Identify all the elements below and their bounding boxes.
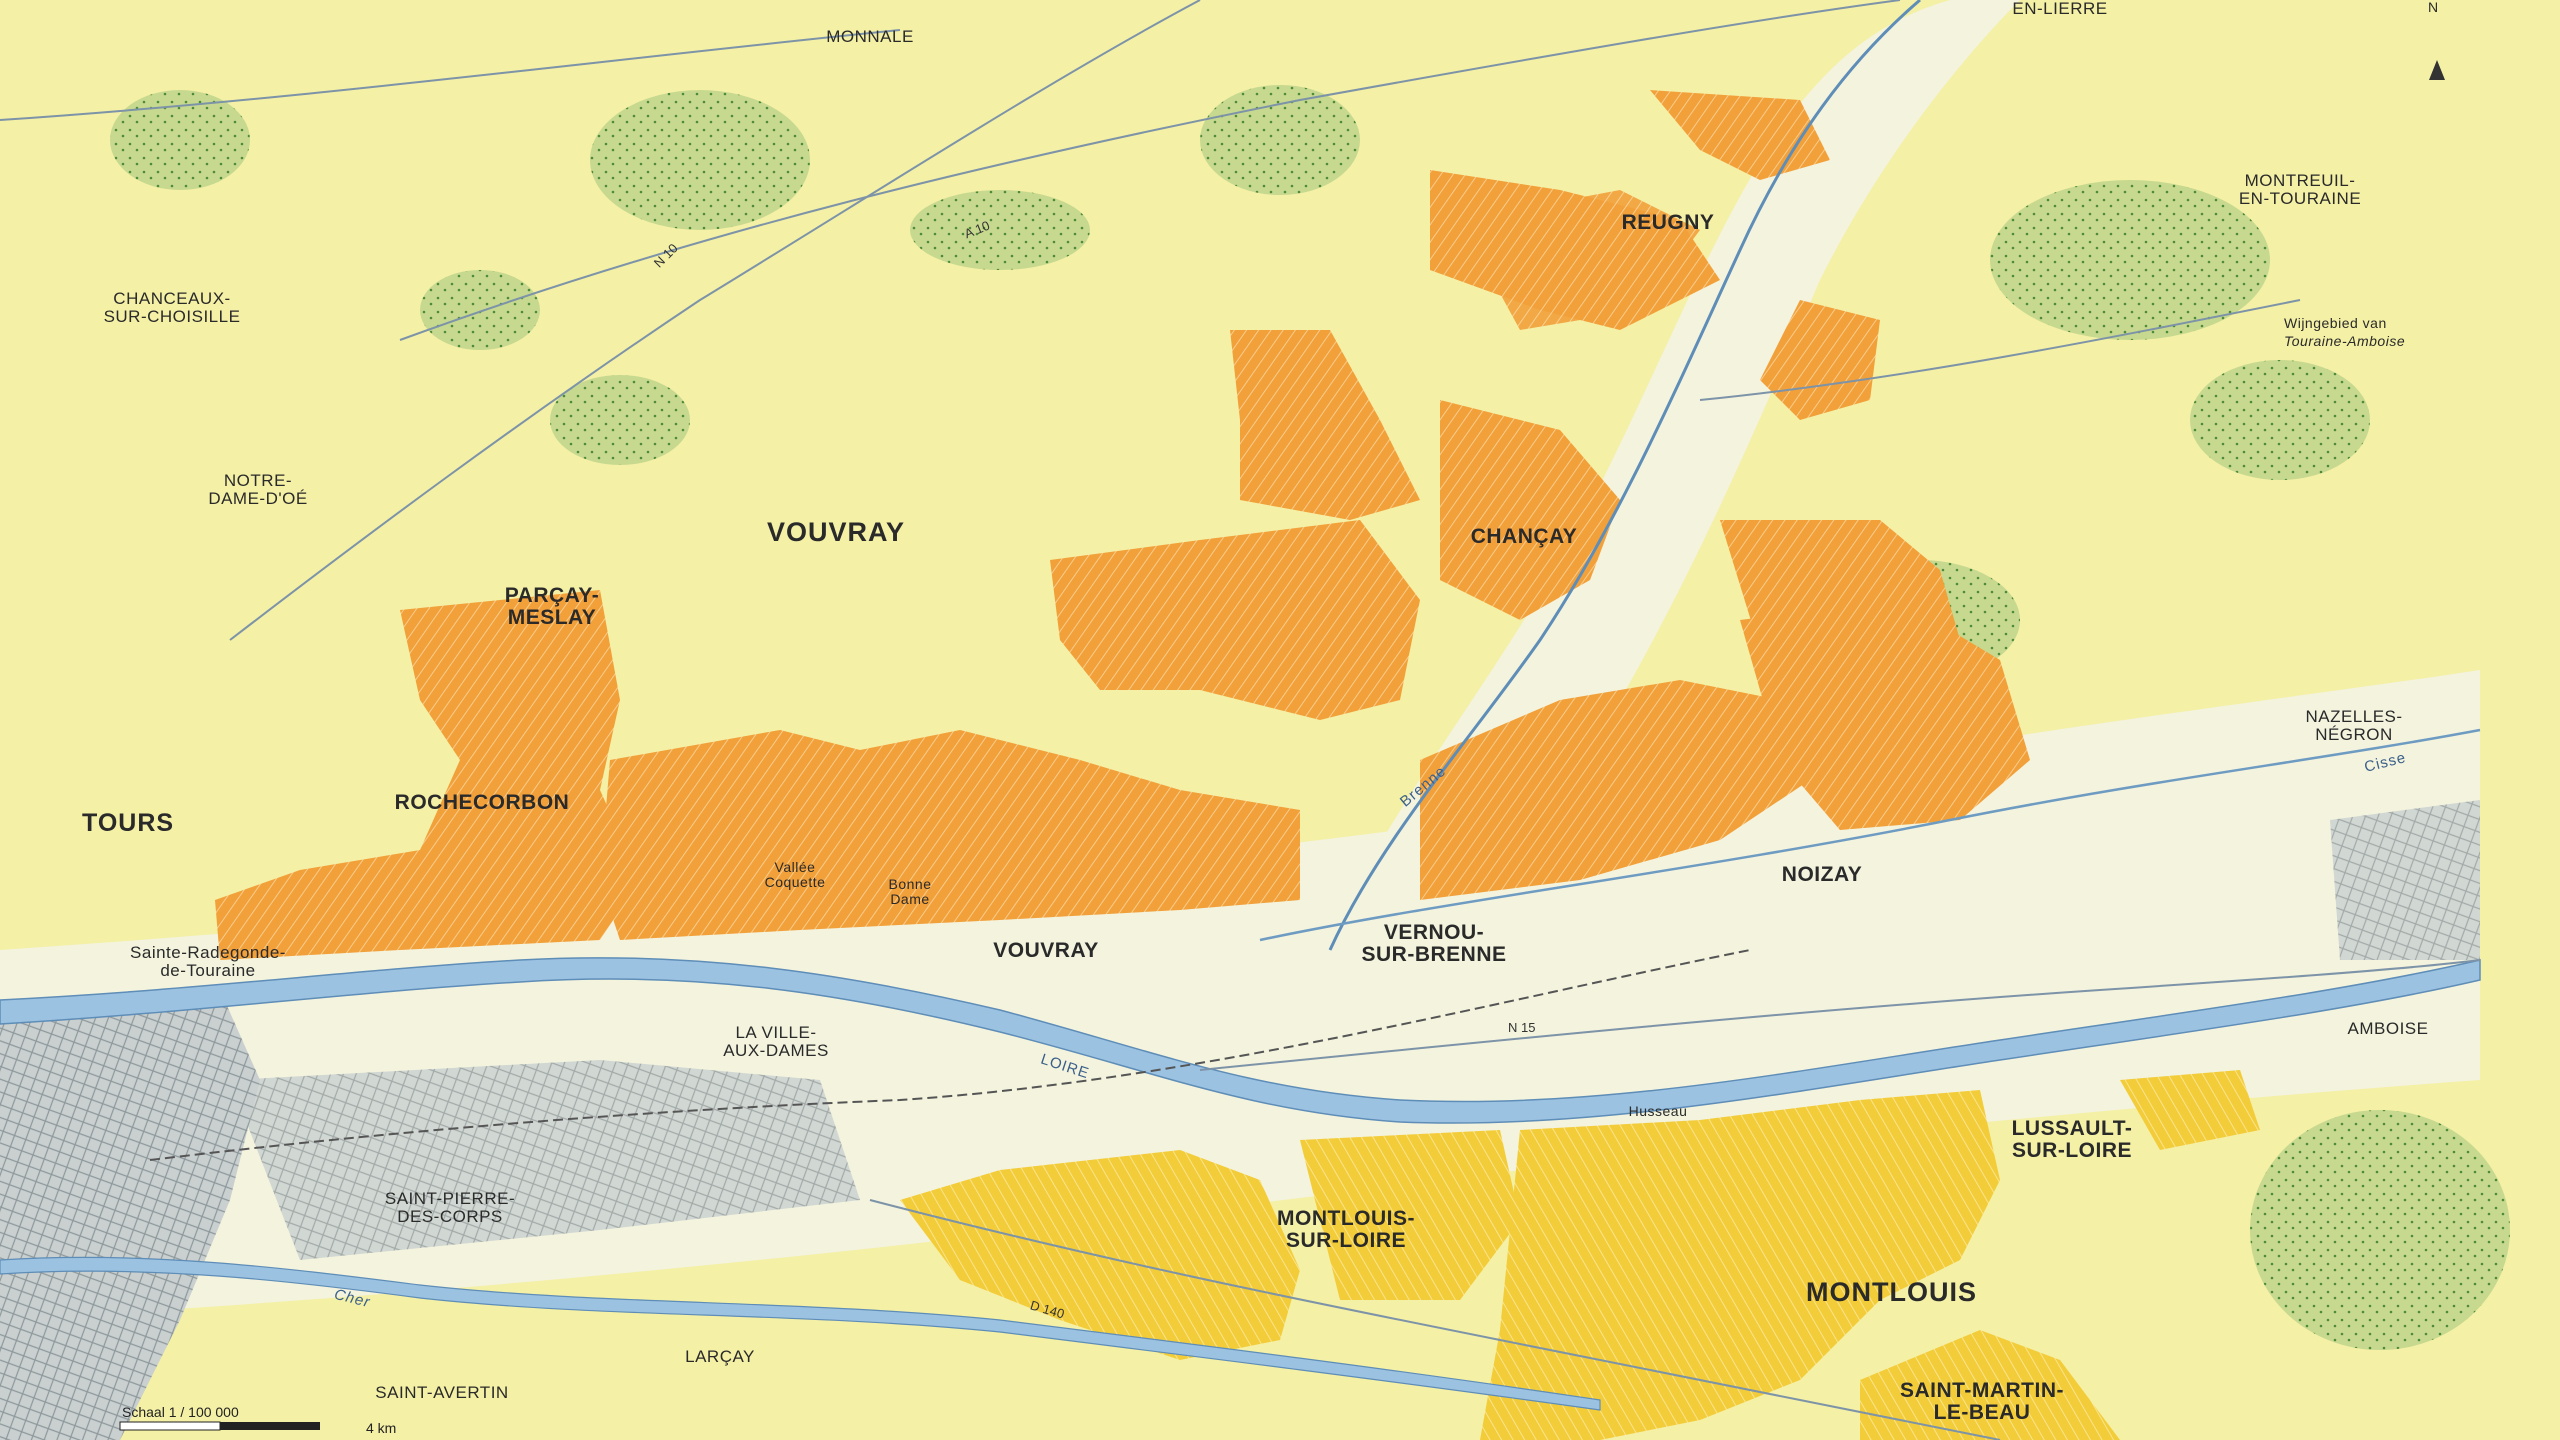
commune-saint-pierre: SAINT-PIERRE- DES-CORPS xyxy=(384,1189,516,1226)
commune-saint-avertin: SAINT-AVERTIN xyxy=(375,1383,509,1402)
commune-la-ville-aux-dames: LA VILLE- AUX-DAMES xyxy=(723,1023,829,1060)
cher-river xyxy=(0,1256,1601,1411)
railway xyxy=(149,949,1751,1161)
commune-montreuil: MONTREUIL- EN-TOURAINE xyxy=(2238,171,2362,208)
commune-saint-martin: SAINT-MARTIN- LE-BEAU xyxy=(1900,1379,2064,1425)
scale-label: Schaal 1 / 100 000 xyxy=(122,1404,239,1420)
commune-reugny: REUGNY xyxy=(1621,211,1715,234)
commune-tours: TOURS xyxy=(82,809,175,837)
commune-rochecorbon: ROCHECORBON xyxy=(394,791,570,814)
note-line-1: Wijngebied van xyxy=(2284,315,2387,331)
commune-lussault: LUSSAULT- SUR-LOIRE xyxy=(2011,1117,2133,1163)
north-label: N xyxy=(2428,0,2439,15)
montlouis-vineyards xyxy=(900,1070,2260,1440)
commune-vouvray-town: VOUVRAY xyxy=(993,939,1099,962)
commune-noizay: NOIZAY xyxy=(1781,863,1863,886)
commune-vernou: VERNOU- SUR-BRENNE xyxy=(1361,921,1507,967)
vouvray-vineyards xyxy=(215,90,2030,960)
roads xyxy=(0,0,2481,1440)
scale-distance: 4 km xyxy=(366,1420,397,1436)
lieu-vallee-coquette: Vallée Coquette xyxy=(764,859,826,890)
lieu-bonne-dame: Bonne Dame xyxy=(888,876,932,907)
scale-bar xyxy=(119,1421,320,1431)
commune-montlouis-town: MONTLOUIS- SUR-LOIRE xyxy=(1277,1207,1415,1253)
road-label-n15: N 15 xyxy=(1508,1020,1536,1035)
urban-amboise xyxy=(2330,800,2480,960)
urban-tours xyxy=(0,990,260,1440)
commune-parcay: PARÇAY- MESLAY xyxy=(504,584,600,630)
loire-river xyxy=(0,957,2481,1124)
brenne-river xyxy=(1328,0,1921,951)
commune-larcay: LARÇAY xyxy=(685,1347,755,1366)
commune-chancay: CHANÇAY xyxy=(1470,525,1578,548)
commune-chanceaux: CHANCEAUX- SUR-CHOISILLE xyxy=(103,289,241,326)
commune-monnale: MONNALE xyxy=(826,27,914,46)
commune-husseau: Husseau xyxy=(1628,1103,1688,1119)
cisse-river xyxy=(1259,728,2481,942)
commune-sainte-radegonde: Sainte-Radegonde- de-Touraine xyxy=(130,943,286,980)
urban-saint-pierre xyxy=(230,1060,860,1260)
region-label-montlouis: MONTLOUIS xyxy=(1806,1277,1977,1307)
commune-amboise: AMBOISE xyxy=(2347,1019,2429,1038)
commune-nazelles: NAZELLES- NÉGRON xyxy=(2305,707,2403,744)
commune-en-lierre: EN-LIERRE xyxy=(2012,0,2108,18)
north-arrow-icon xyxy=(2429,60,2445,80)
brenne-valley xyxy=(1320,0,2020,960)
region-label-vouvray: VOUVRAY xyxy=(767,517,906,547)
commune-notre-dame: NOTRE- DAME-D'OÉ xyxy=(208,471,308,508)
note-line-2: Touraine-Amboise xyxy=(2284,333,2406,349)
